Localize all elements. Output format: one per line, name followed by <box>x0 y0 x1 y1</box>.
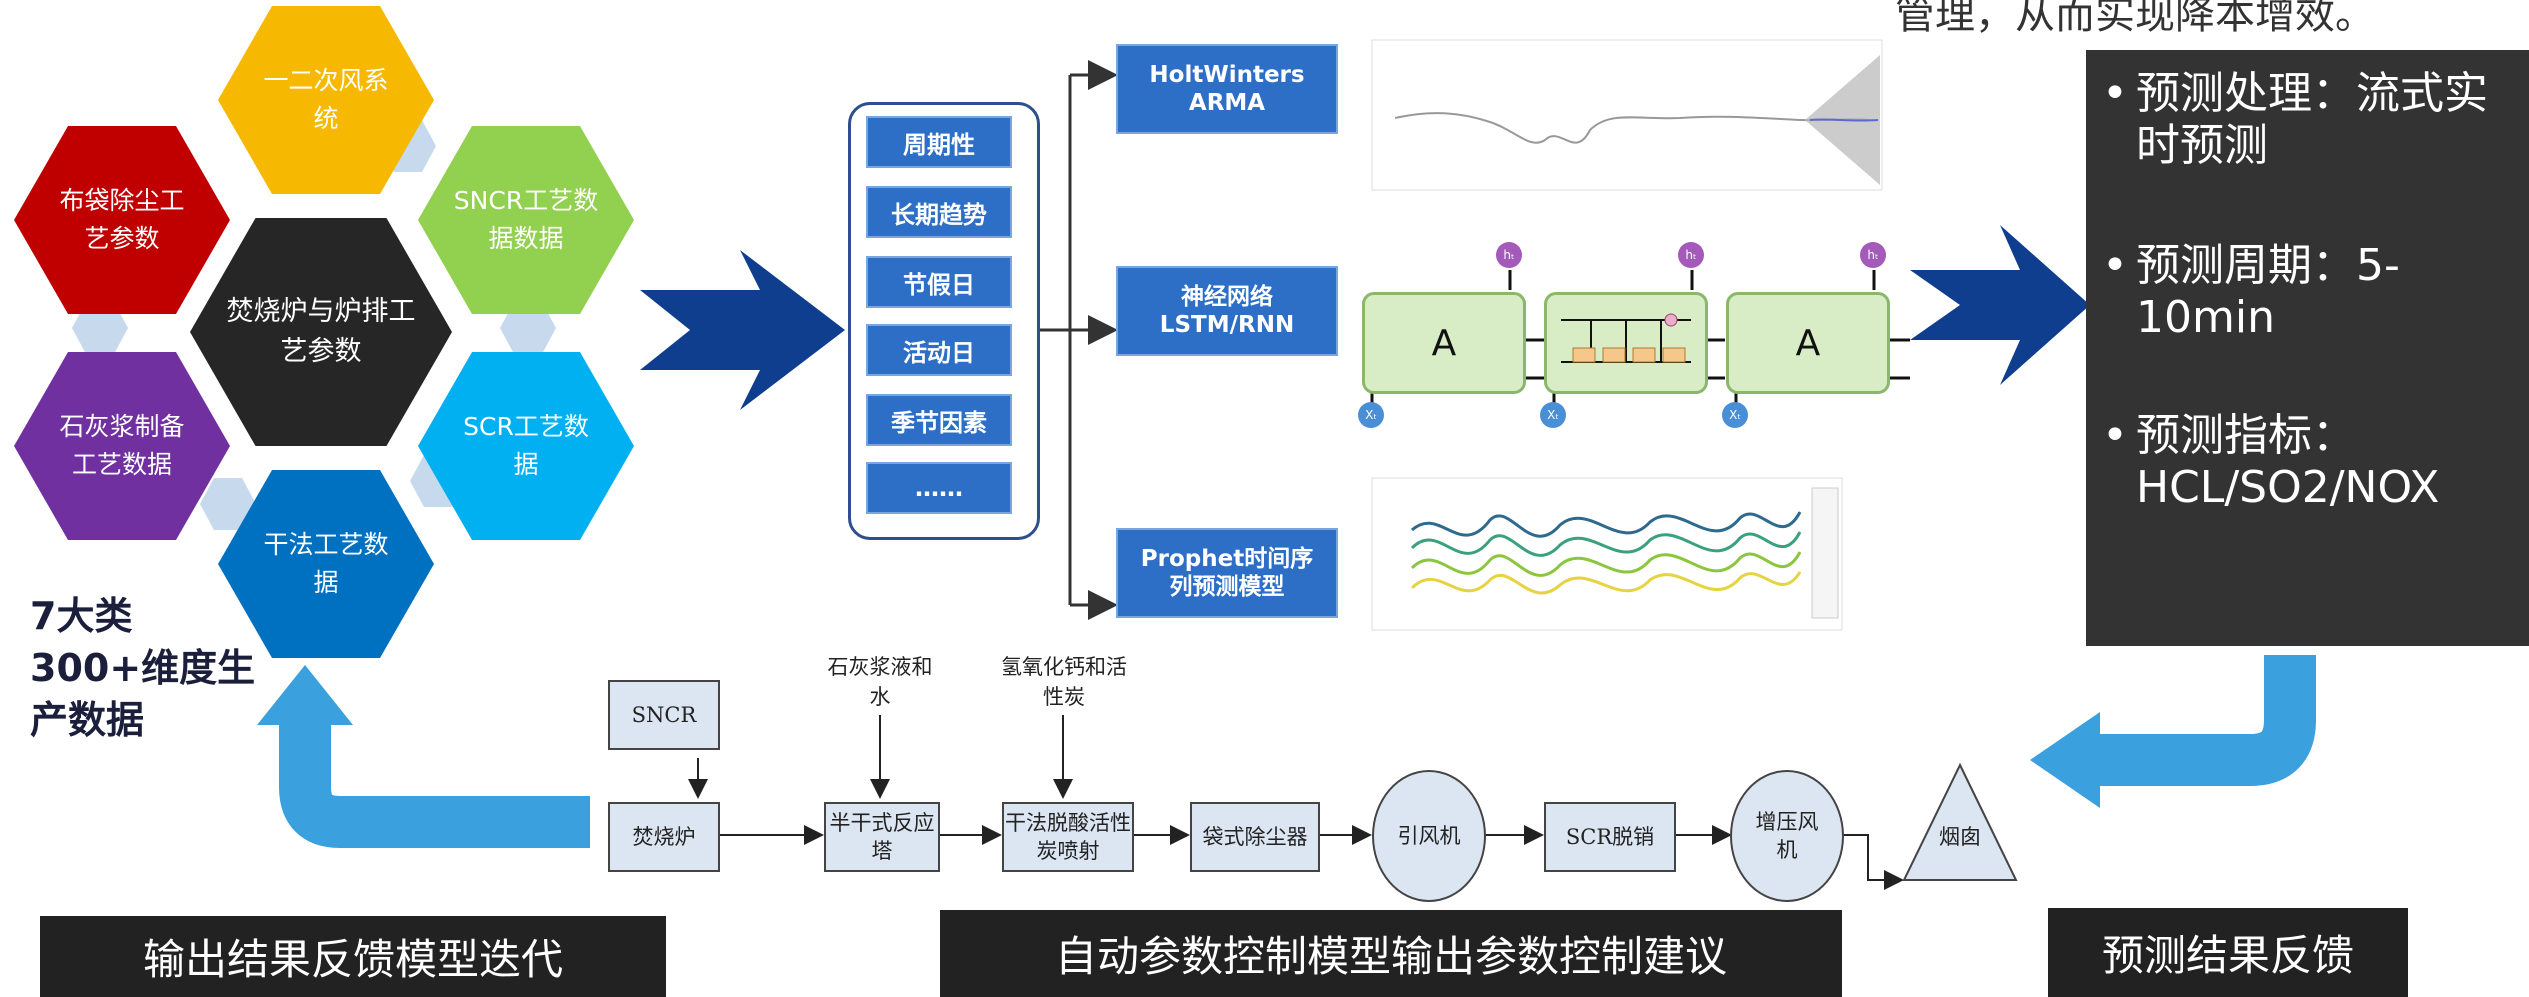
navy-arrow-right <box>1910 225 2090 385</box>
navy-arrow-left <box>640 250 845 410</box>
data-summary: 7大类300+维度生产数据 <box>30 594 256 742</box>
feature-event-days: 活动日 <box>866 324 1012 376</box>
process-input-hydroxide: 氢氧化钙和活性炭 <box>1001 655 1127 709</box>
hex-scr-data: SCR工艺数据 <box>418 352 634 540</box>
process-booster-fan: 增压风机 <box>1730 770 1844 902</box>
process-bag-filter: 袋式除尘器 <box>1190 802 1320 872</box>
prediction-item-period: • 预测周期：5-10min <box>2102 240 2400 343</box>
process-chimney: 烟囱 <box>1939 825 1981 849</box>
prediction-item-processing: • 预测处理：流式实时预测 <box>2102 68 2488 171</box>
lstm-gates <box>1561 313 1691 363</box>
feature-more: …… <box>866 462 1012 514</box>
prophet-chart <box>1371 477 1843 631</box>
feature-long-term-trend: 长期趋势 <box>866 186 1012 238</box>
feedback-arrow-right <box>2090 655 2316 786</box>
lstm-output-node: hₜ <box>1860 242 1886 268</box>
feature-seasonal: 季节因素 <box>866 394 1012 446</box>
top-right-caption: 管理，从而实现降本增效。 <box>1895 0 2375 38</box>
model-prophet: Prophet时间序列预测模型 <box>1116 528 1338 618</box>
lstm-cell-detail <box>1544 292 1708 394</box>
lstm-input-node: Xₜ <box>1358 402 1384 428</box>
hex-lime-slurry: 石灰浆制备工艺数据 <box>14 352 230 540</box>
label-output-feedback: 输出结果反馈模型迭代 <box>40 916 666 997</box>
process-incinerator: 焚烧炉 <box>608 802 720 872</box>
label-auto-control: 自动参数控制模型输出参数控制建议 <box>940 910 1842 997</box>
feature-holidays: 节假日 <box>866 256 1012 308</box>
process-sncr: SNCR <box>608 680 720 750</box>
process-input-lime: 石灰浆液和水 <box>827 655 933 709</box>
prediction-item-indicators: • 预测指标：HCL/SO2/NOX <box>2102 410 2440 513</box>
chimney-shape <box>1902 762 2018 881</box>
lstm-input-node: Xₜ <box>1540 402 1566 428</box>
process-dry-deacid: 干法脱酸活性炭喷射 <box>1002 802 1134 872</box>
process-scr-denitration: SCR脱销 <box>1544 802 1676 872</box>
process-induced-fan: 引风机 <box>1372 770 1486 902</box>
lstm-cell: A <box>1726 292 1890 394</box>
process-semidry-tower: 半干式反应塔 <box>824 802 940 872</box>
lstm-output-node: hₜ <box>1496 242 1522 268</box>
holtwinters-chart <box>1371 39 1883 191</box>
lstm-output-node: hₜ <box>1678 242 1704 268</box>
label-prediction-feedback: 预测结果反馈 <box>2048 908 2408 997</box>
lstm-input-node: Xₜ <box>1722 402 1748 428</box>
lstm-cell: A <box>1362 292 1526 394</box>
feedback-arrow-left <box>279 720 590 848</box>
prediction-panel: • 预测处理：流式实时预测 • 预测周期：5-10min • 预测指标：HCL/… <box>2086 50 2529 646</box>
feature-periodicity: 周期性 <box>866 116 1012 168</box>
